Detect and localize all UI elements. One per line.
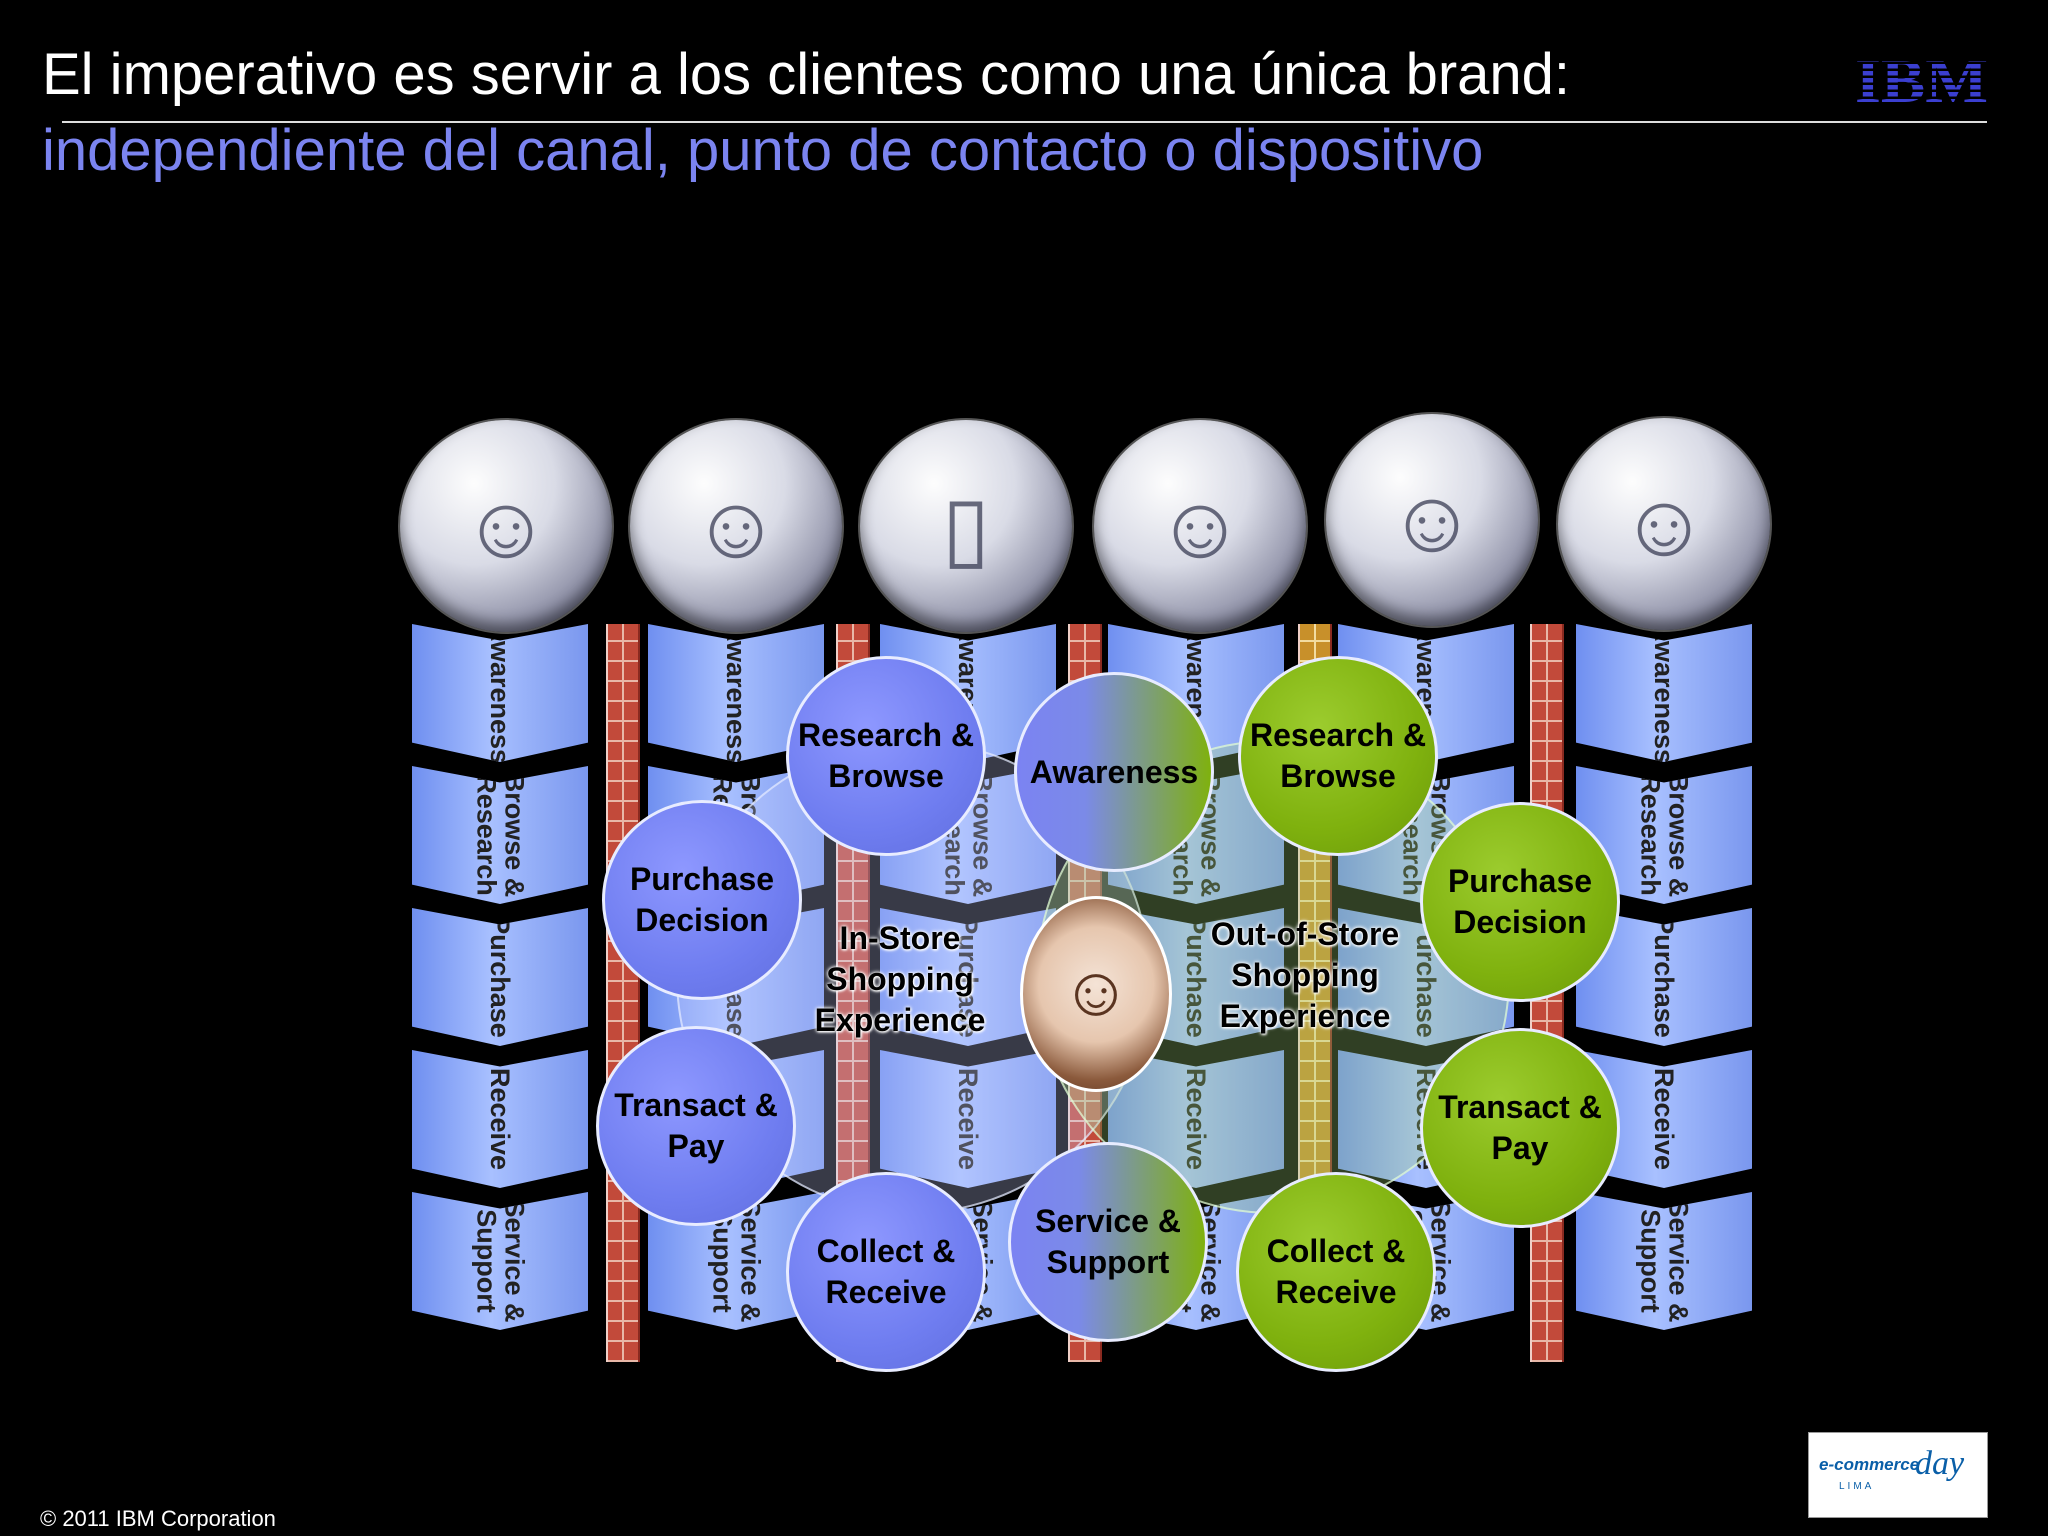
ecday-logo-line1: e-commerce [1819, 1455, 1920, 1474]
slide-subtitle: independiente del canal, punto de contac… [42, 118, 1484, 183]
ecday-logo-line3: LIMA [1839, 1481, 1875, 1492]
copyright-footer: © 2011 IBM Corporation [40, 1506, 276, 1531]
stage-awareness: Awareness [1576, 624, 1752, 762]
out-of-store-transact-pay: Transact & Pay [1420, 1028, 1620, 1228]
stage-service-support: Service & Support [1576, 1192, 1752, 1330]
slide-title: El imperativo es servir a los clientes c… [42, 42, 1571, 107]
customer-photo: ☺ [1020, 896, 1172, 1092]
title-rule [62, 121, 1987, 123]
photo-touchscreen-shopper: ☺ [1094, 420, 1306, 632]
touchscreen-shopper-icon: ☺ [1155, 477, 1245, 576]
stage-browse-research: Browse & Research [412, 766, 588, 904]
photo-call-center-agents: ☺ [1558, 418, 1770, 630]
in-store-experience-label: In-Store Shopping Experience [814, 920, 986, 1038]
photo-store-associate: ☺ [400, 420, 612, 632]
stage-purchase: Purchase [412, 908, 588, 1046]
channel-column-6: Awareness Browse & Research Purchase Rec… [1576, 624, 1752, 1352]
store-associate-icon: ☺ [461, 477, 551, 576]
handheld-device-shopper-icon: ☺ [1387, 471, 1477, 570]
shared-awareness: Awareness [1014, 672, 1214, 872]
ecday-logo-line2: day [1915, 1445, 1965, 1482]
in-store-purchase-decision: Purchase Decision [602, 800, 802, 1000]
in-store-collect-receive: Collect & Receive [786, 1172, 986, 1372]
ibm-logo: IBM [1855, 50, 1988, 106]
brick-wall-1 [606, 624, 640, 1362]
mobile-phone-icon: ▯ [941, 478, 991, 577]
in-store-research-browse: Research & Browse [786, 656, 986, 856]
out-of-store-experience-label: Out-of-Store Shopping Experience [1210, 916, 1400, 1034]
photo-handheld-device-shopper: ☺ [1326, 414, 1538, 626]
in-store-transact-pay: Transact & Pay [596, 1026, 796, 1226]
svg-text:IBM: IBM [1855, 50, 1988, 106]
out-of-store-research-browse: Research & Browse [1238, 656, 1438, 856]
out-of-store-collect-receive: Collect & Receive [1236, 1172, 1436, 1372]
kiosk-shopper-icon: ☺ [691, 477, 781, 576]
stage-service-support: Service & Support [412, 1192, 588, 1330]
out-of-store-purchase-decision: Purchase Decision [1420, 802, 1620, 1002]
ecommerce-day-logo: e-commerce day LIMA [1808, 1432, 1988, 1518]
customer-face-icon: ☺ [1060, 952, 1132, 1030]
stage-receive: Receive [412, 1050, 588, 1188]
stage-awareness: Awareness [412, 624, 588, 762]
shared-service-support: Service & Support [1008, 1142, 1208, 1342]
call-center-agents-icon: ☺ [1619, 475, 1709, 574]
photo-mobile-phone: ▯ [860, 420, 1072, 632]
channel-column-1: Awareness Browse & Research Purchase Rec… [412, 624, 588, 1352]
photo-kiosk-shopper: ☺ [630, 420, 842, 632]
